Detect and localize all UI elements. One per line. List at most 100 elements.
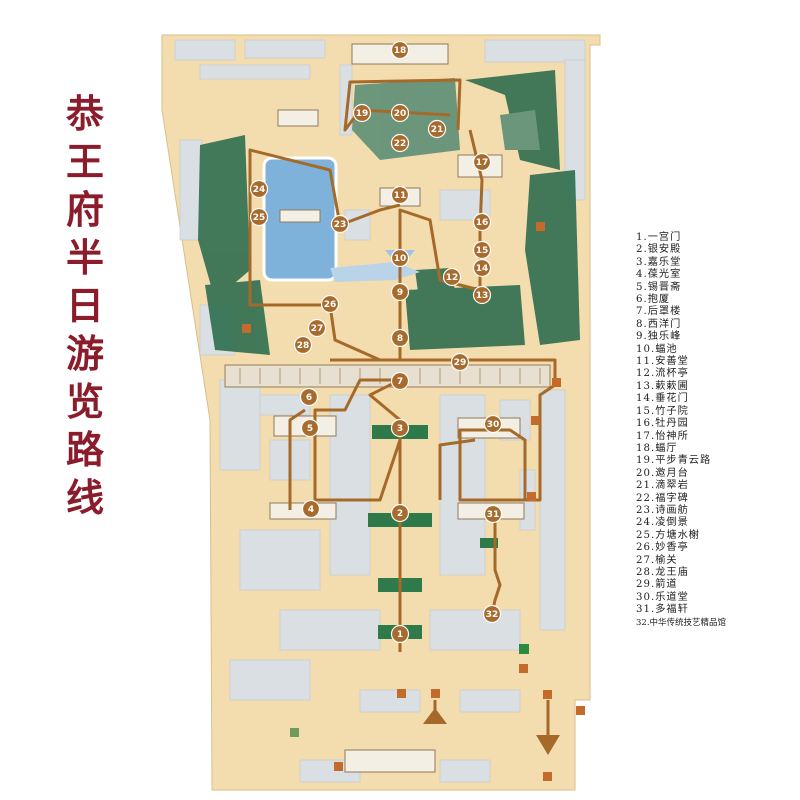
route-marker (390, 328, 410, 348)
route-marker-label: 7 (397, 377, 403, 387)
legend-item: 32.中华传统技艺精品馆 (636, 617, 727, 628)
legend-item: 18.蝠厅 (636, 442, 678, 454)
legend-item: 7.后罩楼 (636, 306, 682, 318)
route-marker (472, 240, 492, 260)
route-marker (390, 371, 410, 391)
route-marker-label: 27 (311, 324, 324, 334)
route-marker (390, 103, 410, 123)
route-marker-label: 28 (297, 341, 310, 351)
entrance-arrow (423, 708, 447, 724)
route-marker (390, 624, 410, 644)
route-marker-label: 20 (394, 109, 407, 119)
route-marker-label: 22 (394, 139, 407, 149)
route-marker-label: 29 (454, 358, 467, 368)
title-char: 王 (65, 139, 104, 184)
route-marker (483, 504, 503, 524)
route-marker (390, 133, 410, 153)
route-marker-label: 18 (394, 46, 407, 56)
route-marker (482, 604, 502, 624)
exit-arrow (536, 735, 560, 755)
title-char: 路 (65, 427, 104, 472)
legend-item: 16.牡丹园 (636, 418, 689, 430)
title-char: 恭 (65, 91, 104, 136)
legend-item: 3.嘉乐堂 (636, 256, 682, 268)
route-marker-label: 25 (253, 213, 266, 223)
route-marker-label: 30 (487, 420, 500, 430)
legend-item: 12.流杯亭 (636, 368, 689, 380)
route-marker-label: 32 (486, 610, 499, 620)
legend-item: 5.锡晋斋 (636, 281, 682, 293)
legend: 1.一宫门 2.银安殿 3.嘉乐堂 4.葆光室 5.锡晋斋 6.抱厦 7.后罩楼… (636, 232, 726, 629)
legend-item: 15.竹子院 (636, 405, 689, 417)
route-marker (390, 185, 410, 205)
route-marker (301, 499, 321, 519)
route-marker (472, 212, 492, 232)
legend-item: 21.滴翠岩 (636, 480, 689, 492)
legend-item: 20.邀月台 (636, 467, 689, 479)
route-marker (249, 179, 269, 199)
route-marker-label: 6 (306, 393, 312, 403)
route-marker (299, 387, 319, 407)
rear-hall-windows (239, 368, 541, 384)
route-marker (390, 248, 410, 268)
route-marker-label: 19 (356, 109, 369, 119)
bat-pond (330, 262, 420, 282)
legend-item: 11.安善堂 (636, 356, 689, 368)
rear-hall-building (224, 364, 551, 388)
route-marker-label: 31 (487, 510, 500, 520)
legend-item: 23.诗画舫 (636, 504, 689, 516)
legend-item: 1.一宫门 (636, 232, 682, 243)
route-marker (442, 267, 462, 287)
legend-item: 24.凌倒景 (636, 517, 689, 529)
route-marker (450, 352, 470, 372)
legend-item: 6.抱厦 (636, 294, 671, 306)
route-marker (472, 285, 492, 305)
legend-item: 22.福字碑 (636, 492, 689, 504)
legend-item: 26.妙香亭 (636, 542, 689, 554)
title-char: 府 (65, 187, 104, 232)
legend-item: 10.蝠池 (636, 343, 678, 355)
route-marker-label: 21 (431, 125, 444, 135)
route-marker (307, 318, 327, 338)
route-marker-label: 1 (397, 630, 403, 640)
legend-item: 31.多福轩 (636, 604, 689, 616)
route-marker (390, 503, 410, 523)
route-marker-label: 11 (394, 191, 407, 201)
route-marker (330, 214, 350, 234)
route-marker-label: 4 (308, 505, 314, 515)
route-marker-label: 15 (476, 246, 489, 256)
route-marker (472, 152, 492, 172)
page-title: 恭 王 府 半 日 游 览 路 线 (55, 95, 115, 527)
route-marker (472, 258, 492, 278)
legend-item: 8.西洋门 (636, 318, 682, 330)
route-marker-label: 26 (324, 300, 337, 310)
title-char: 半 (65, 235, 104, 280)
route-marker-label: 9 (397, 288, 403, 298)
title-char: 日 (65, 283, 104, 328)
route-marker-label: 3 (397, 424, 403, 434)
route-marker-label: 14 (476, 264, 489, 274)
legend-item: 28.龙王庙 (636, 566, 689, 578)
route-marker-label: 8 (397, 334, 403, 344)
route-marker-label: 13 (476, 291, 489, 301)
legend-item: 9.独乐峰 (636, 331, 682, 343)
legend-item: 30.乐道堂 (636, 591, 689, 603)
route-marker (293, 335, 313, 355)
legend-item: 19.平步青云路 (636, 455, 712, 467)
legend-item: 14.垂花门 (636, 393, 689, 405)
route-marker (320, 294, 340, 314)
legend-item: 2.银安殿 (636, 244, 682, 256)
route-marker-label: 2 (397, 509, 403, 519)
legend-item: 17.怡神所 (636, 430, 689, 442)
facility-icons (242, 222, 585, 781)
title-char: 线 (65, 475, 104, 520)
route-marker (390, 418, 410, 438)
legend-item: 13.蔌蔌圃 (636, 380, 689, 392)
legend-item: 27.榆关 (636, 554, 678, 566)
route-marker (427, 119, 447, 139)
route-marker-label: 12 (446, 273, 459, 283)
legend-item: 4.葆光室 (636, 269, 682, 281)
route-marker (390, 282, 410, 302)
